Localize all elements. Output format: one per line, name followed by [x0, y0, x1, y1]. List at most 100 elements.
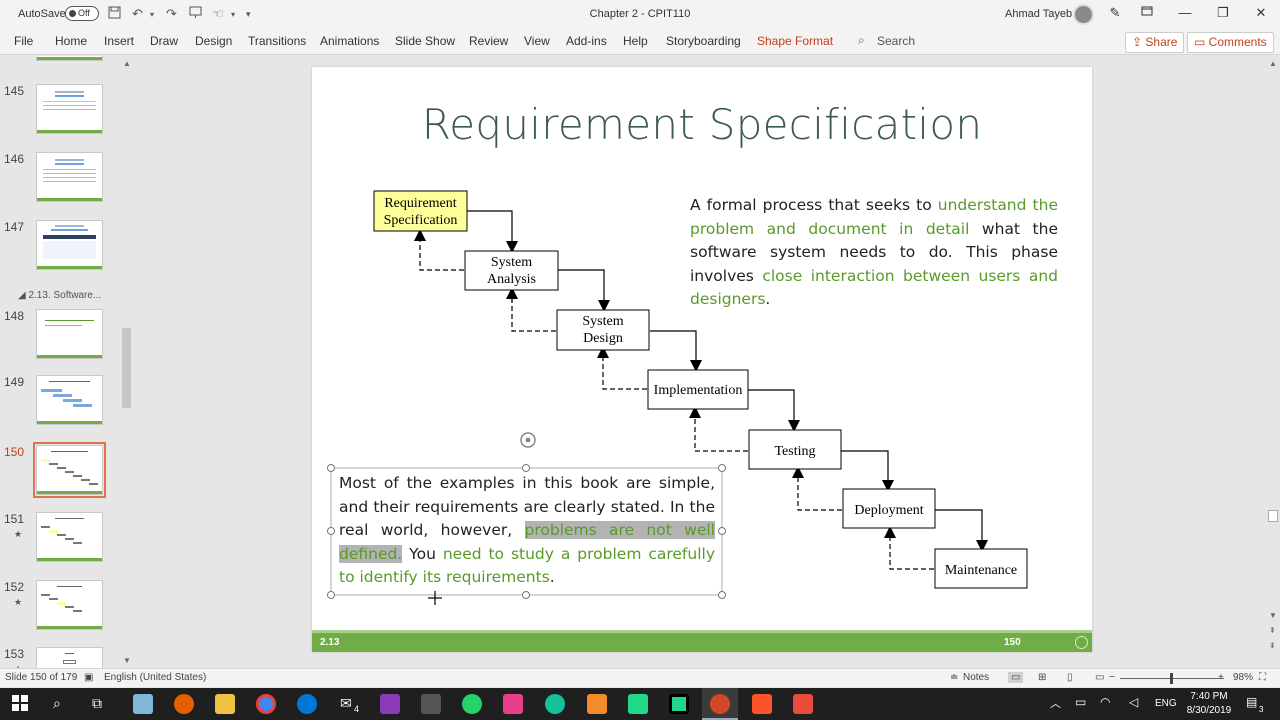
- touch-mode-icon[interactable]: ☜: [212, 6, 224, 21]
- ribbon-display-options-icon[interactable]: [1132, 5, 1162, 20]
- tab-home[interactable]: Home: [55, 34, 88, 48]
- notification-icon[interactable]: ▤: [1246, 695, 1258, 709]
- edge-icon[interactable]: [297, 694, 317, 714]
- clion-icon[interactable]: [628, 694, 648, 714]
- normal-view-icon[interactable]: ▭: [1008, 672, 1024, 683]
- slide-scrollbar[interactable]: ▲ ▼ ⇞ ⇟: [1266, 56, 1280, 668]
- section-label[interactable]: ◢ 2.13. Software...: [18, 290, 102, 301]
- scroll-up-icon[interactable]: ▲: [1269, 59, 1277, 68]
- whatsapp-icon[interactable]: [462, 694, 482, 714]
- thumbnail-153[interactable]: 153 ★: [0, 647, 120, 668]
- language-indicator[interactable]: English (United States): [104, 672, 207, 683]
- tab-transitions[interactable]: Transitions: [248, 34, 307, 48]
- battery-icon[interactable]: ▭: [1075, 695, 1087, 709]
- scroll-down-icon[interactable]: ▼: [1269, 611, 1277, 620]
- thumbnail-151[interactable]: 151 ★: [0, 512, 120, 567]
- search-icon[interactable]: ⌕: [858, 33, 865, 47]
- tab-animations[interactable]: Animations: [320, 34, 380, 48]
- chrome-icon[interactable]: [256, 694, 276, 714]
- user-avatar[interactable]: [1073, 4, 1094, 25]
- tab-review[interactable]: Review: [469, 34, 509, 48]
- example-textbox[interactable]: Most of the examples in this book are si…: [339, 472, 715, 590]
- thumbnail-image[interactable]: [36, 152, 103, 202]
- tab-shape-format[interactable]: Shape Format: [757, 34, 834, 48]
- zoom-in-icon[interactable]: +: [1218, 672, 1224, 683]
- thumbnail-image-active[interactable]: [33, 442, 106, 498]
- save-icon[interactable]: [108, 6, 121, 22]
- tab-add-ins[interactable]: Add-ins: [566, 34, 607, 48]
- tab-design[interactable]: Design: [195, 34, 233, 48]
- diagram-step-box[interactable]: Implementation: [647, 369, 749, 410]
- app-icon[interactable]: [587, 694, 607, 714]
- notes-icon[interactable]: ≐: [950, 672, 959, 683]
- diagram-step-box[interactable]: Maintenance: [934, 548, 1028, 589]
- windows-start-icon[interactable]: [12, 695, 28, 714]
- firefox-icon[interactable]: [174, 694, 194, 714]
- app-icon[interactable]: [503, 694, 523, 714]
- slide-sorter-icon[interactable]: ⊞: [1038, 672, 1047, 683]
- slide-counter[interactable]: Slide 150 of 179: [5, 672, 78, 683]
- diagram-step-box[interactable]: System Analysis: [464, 250, 559, 291]
- tab-draw[interactable]: Draw: [150, 34, 179, 48]
- thumbnail-149[interactable]: 149: [0, 375, 120, 430]
- thumbnail-image[interactable]: [36, 220, 103, 270]
- thumbnail-150[interactable]: 150: [0, 442, 120, 500]
- thumbnail-image[interactable]: [36, 512, 103, 562]
- scroll-down-icon[interactable]: ▼: [123, 656, 131, 665]
- rotate-handle-icon[interactable]: [520, 432, 536, 448]
- tray-expand-icon[interactable]: ︿: [1050, 698, 1061, 710]
- thumbnail-image[interactable]: [36, 84, 103, 134]
- thumbnail-image[interactable]: [36, 647, 103, 668]
- diagram-step-box[interactable]: Deployment: [842, 488, 936, 529]
- minimize-icon[interactable]: —: [1178, 5, 1192, 20]
- thumbnail-144[interactable]: [0, 56, 120, 66]
- pycharm-icon[interactable]: [669, 694, 689, 714]
- thumbnail-152[interactable]: 152 ★: [0, 580, 120, 635]
- search-input[interactable]: Search: [877, 34, 916, 48]
- reading-view-icon[interactable]: ▯: [1067, 672, 1073, 683]
- tab-storyboarding[interactable]: Storyboarding: [666, 34, 741, 48]
- thumbnail-148[interactable]: 148: [0, 309, 120, 364]
- previous-slide-icon[interactable]: ⇞: [1269, 626, 1276, 635]
- app-icon[interactable]: [793, 694, 813, 714]
- thumbnails-scrollbar[interactable]: ▲ ▼: [120, 56, 133, 668]
- spellcheck-icon[interactable]: ▣: [84, 672, 94, 683]
- zoom-out-icon[interactable]: −: [1109, 672, 1115, 683]
- thumbnail-145[interactable]: 145: [0, 84, 120, 139]
- notes-button[interactable]: Notes: [963, 672, 990, 683]
- scrollbar-thumb[interactable]: [1268, 510, 1278, 522]
- diagram-step-box[interactable]: Testing: [748, 429, 842, 470]
- thumbnail-147[interactable]: 147: [0, 220, 120, 275]
- share-button[interactable]: ⇪ Share: [1125, 32, 1185, 53]
- thumbnail-146[interactable]: 146: [0, 152, 120, 207]
- pen-icon[interactable]: ✎: [1109, 5, 1121, 20]
- volume-icon[interactable]: ◁: [1129, 695, 1139, 709]
- tab-insert[interactable]: Insert: [104, 34, 135, 48]
- file-explorer-icon[interactable]: [215, 694, 235, 714]
- autosave-toggle[interactable]: Off: [65, 6, 99, 21]
- redo-icon[interactable]: ↷: [166, 6, 177, 21]
- brave-icon[interactable]: [752, 694, 772, 714]
- comments-button[interactable]: ▭ Comments: [1187, 32, 1274, 53]
- customize-toolbar-icon[interactable]: ▾: [246, 9, 251, 19]
- task-view-icon[interactable]: ⧉: [92, 695, 102, 711]
- zoom-level[interactable]: 98%: [1233, 672, 1254, 683]
- diagram-step-box[interactable]: Requirement Specification: [373, 190, 468, 232]
- slideshow-view-icon[interactable]: ▭: [1095, 672, 1105, 683]
- user-name[interactable]: Ahmad Tayeb: [1005, 8, 1073, 20]
- wifi-icon[interactable]: ◠: [1100, 695, 1111, 709]
- powerpoint-icon[interactable]: [710, 694, 730, 714]
- selected-textbox-frame[interactable]: [327, 432, 726, 605]
- undo-dropdown-icon[interactable]: ▾: [150, 10, 155, 19]
- phpstorm-icon[interactable]: [380, 694, 400, 714]
- diagram-step-box[interactable]: System Design: [556, 309, 650, 351]
- next-slide-icon[interactable]: ⇟: [1269, 641, 1276, 650]
- clock[interactable]: 7:40 PM 8/30/2019: [1183, 690, 1235, 718]
- scroll-up-icon[interactable]: ▲: [123, 59, 131, 68]
- slide-title[interactable]: Requirement Specification: [421, 100, 983, 149]
- fit-to-window-icon[interactable]: ⛶: [1259, 672, 1266, 683]
- undo-icon[interactable]: ↶: [132, 6, 143, 21]
- app-icon[interactable]: [133, 694, 153, 714]
- input-language[interactable]: ENG: [1155, 698, 1177, 709]
- restore-icon[interactable]: ❐: [1217, 5, 1229, 20]
